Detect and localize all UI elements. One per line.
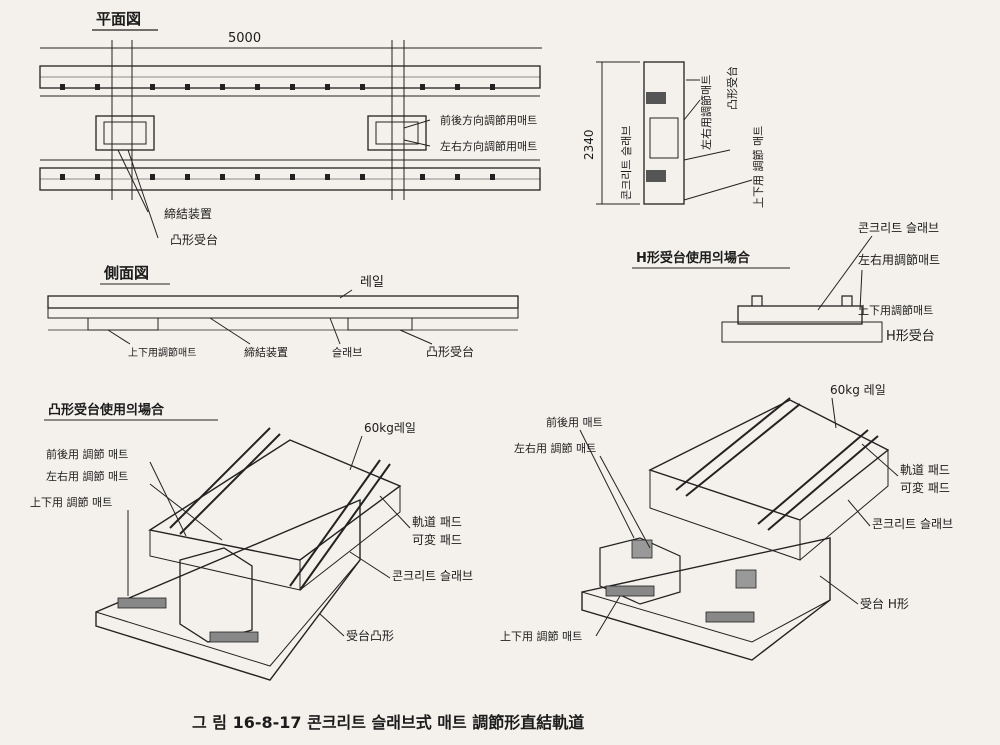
convex-label-base: 受台凸形 — [346, 628, 394, 643]
h-3d-view: 前後用 매트 左右用 調節 매트 60kg 레일 軌道 패드 可変 패드 콘크리… — [500, 383, 953, 661]
section-label-convex: 凸形受台 — [725, 66, 739, 110]
section-label-ud: 上下用 調節 매트 — [751, 126, 765, 208]
h-case-title: H形受台使用의場合 — [636, 250, 751, 266]
h3d-label-pad2: 可変 패드 — [900, 480, 950, 495]
convex-3d-view: 凸形受台使用의場合 前後用 調節 매트 左右用 調節 매트 上下用 調節 매트 … — [30, 402, 473, 681]
plan-label-fwd-mat: 前後方向調節用매트 — [440, 113, 537, 127]
section-label-lr: 左右用調節매트 — [699, 75, 713, 150]
plan-fasteners — [60, 84, 495, 180]
h-case-view: H形受台使用의場合 콘크리트 슬래브 左右用調節매트 上下用調節매트 H形受台 — [632, 221, 940, 344]
section-dimension: 2340 — [582, 129, 596, 160]
convex-label-slab: 콘크리트 슬래브 — [392, 569, 473, 583]
plan-view: 平面図 5000 — [39, 10, 542, 247]
figure-caption: 그 림 16-8-17 콘크리트 슬래브式 매트 調節形直結軌道 — [192, 713, 584, 732]
convex-label-fwd: 前後用 調節 매트 — [46, 447, 128, 461]
convex-label-rail: 60kg레일 — [364, 421, 416, 435]
h3d-label-rail: 60kg 레일 — [830, 383, 886, 397]
h3d-label-lr: 左右用 調節 매트 — [514, 441, 596, 455]
h-case-label-lr: 左右用調節매트 — [858, 252, 940, 267]
side-label-rail: 레일 — [360, 275, 384, 290]
h3d-label-base: 受台 H形 — [860, 596, 909, 611]
plan-label-fastener: 締結装置 — [164, 206, 212, 221]
side-title: 側面図 — [103, 264, 149, 282]
h-case-label-ud: 上下用調節매트 — [858, 303, 933, 317]
convex-label-lr: 左右用 調節 매트 — [46, 469, 128, 483]
side-view: 側面図 레일 上下用調節매트 締結装置 슬래브 凸形受台 — [47, 264, 519, 359]
h3d-label-slab: 콘크리트 슬래브 — [872, 517, 953, 531]
side-label-ud: 上下用調節매트 — [128, 346, 196, 359]
side-label-slab: 슬래브 — [332, 346, 362, 359]
section-label-slab: 콘크리트 슬래브 — [620, 126, 633, 200]
convex-case-title: 凸形受台使用의場合 — [48, 402, 165, 418]
side-label-fastener: 締結装置 — [244, 345, 288, 359]
h-case-label-h: H形受台 — [886, 329, 935, 344]
h3d-label-pad1: 軌道 패드 — [900, 462, 950, 477]
plan-dimension: 5000 — [228, 31, 261, 46]
convex-label-ud: 上下用 調節 매트 — [30, 495, 112, 509]
plan-rail-upper — [39, 65, 541, 97]
h3d-label-fwd: 前後用 매트 — [546, 415, 603, 429]
h-case-label-slab: 콘크리트 슬래브 — [858, 221, 939, 235]
convex-label-pad1: 軌道 패드 — [412, 514, 462, 529]
plan-label-lr-mat: 左右方向調節用매트 — [440, 139, 537, 153]
side-label-convex: 凸形受台 — [426, 344, 474, 359]
section-view: 2340 左右用調節매트 凸形受台 콘크리트 슬래브 上下用 調節 매트 — [582, 61, 765, 208]
plan-title: 平面図 — [96, 10, 141, 28]
plan-convex-right — [367, 115, 427, 151]
h3d-label-ud: 上下用 調節 매트 — [500, 629, 582, 643]
plan-convex-left — [95, 115, 155, 151]
convex-label-pad2: 可変 패드 — [412, 532, 462, 547]
plan-label-convex: 凸形受台 — [170, 232, 218, 247]
